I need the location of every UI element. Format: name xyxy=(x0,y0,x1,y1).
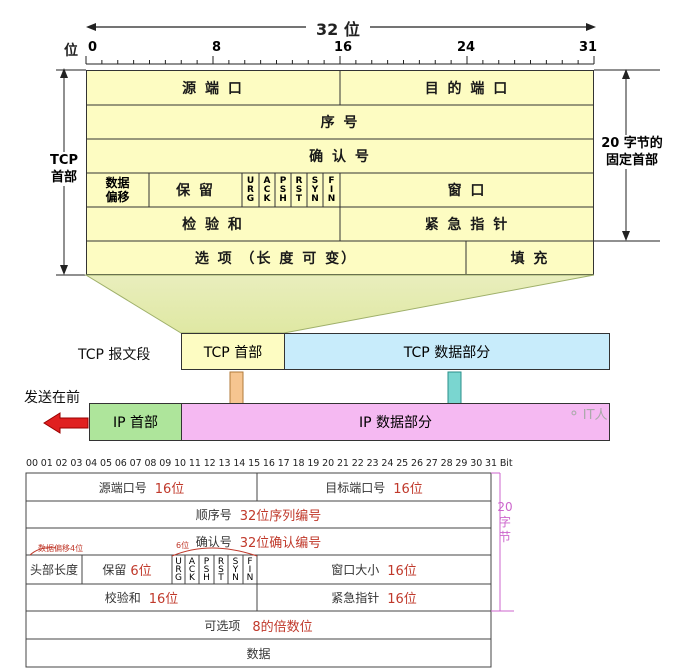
bit-span-label: 32 位 xyxy=(316,20,360,39)
b-seq-cell: 顺序号 32位序列编号 xyxy=(26,501,491,528)
seq-field: 序 号 xyxy=(320,115,360,131)
padding-field: 填 充 xyxy=(510,251,550,267)
bit-mark-31: 31 xyxy=(579,40,598,55)
data-offset-field: 数据 偏移 xyxy=(105,176,130,204)
send-first-label: 发送在前 xyxy=(24,390,80,406)
b-checksum-cell: 校验和 16位 xyxy=(26,584,257,611)
b-window-label: 窗口大小 xyxy=(331,563,380,577)
tcp-header-block: TCP 首部 xyxy=(181,333,285,370)
watermark-text: IT人 xyxy=(582,408,608,423)
b-reserved-cell: 保留 6位 xyxy=(82,555,172,584)
chat-bubble-icon: ⚬ xyxy=(568,405,580,422)
bit-mark-24: 24 xyxy=(457,40,476,55)
bit-prefix-label: 位 xyxy=(64,43,78,59)
watermark: ⚬ IT人 xyxy=(568,404,608,424)
bit-mark-0: 0 xyxy=(88,40,98,55)
b-reserved-bits: 6位 xyxy=(130,564,152,579)
ip-header-block: IP 首部 xyxy=(89,403,182,441)
b-header-length-cell: 头部长度 xyxy=(29,563,78,577)
b-src-port-label: 源端口号 xyxy=(98,480,147,495)
b-window-cell: 窗口大小 16位 xyxy=(257,555,491,584)
bit-mark-16: 16 xyxy=(334,40,353,55)
b-src-port-bits: 16位 xyxy=(154,481,185,497)
ack-field: 确 认 号 xyxy=(309,149,371,165)
tcp-header-side-label: TCP 首部 xyxy=(44,152,84,186)
b-ack-label: 确认号 xyxy=(195,535,232,549)
b-dst-port-bits: 16位 xyxy=(393,481,423,497)
bit-mark-8: 8 xyxy=(212,40,222,55)
b-data-cell: 数据 xyxy=(246,646,271,661)
b-urgent-label: 紧急指针 xyxy=(331,591,380,605)
b-src-port-cell: 源端口号 16位 xyxy=(26,473,257,501)
tcp-data-block: TCP 数据部分 xyxy=(284,333,610,370)
b-options-note: 8的倍数位 xyxy=(252,619,313,635)
bit-index-header: 00 01 02 03 04 05 06 07 08 09 10 11 12 1… xyxy=(26,458,513,469)
b-window-bits: 16位 xyxy=(387,564,417,579)
reserved-field: 保 留 xyxy=(176,183,215,199)
bottom-side-label: 20 字 节 xyxy=(497,500,513,544)
b-checksum-bits: 16位 xyxy=(148,592,179,607)
b-seq-label: 顺序号 xyxy=(195,508,232,522)
options-field: 选 项 （长 度 可 变） xyxy=(194,251,358,267)
checksum-field: 检 验 和 xyxy=(182,217,244,233)
b-urgent-bits: 16位 xyxy=(387,592,417,607)
b-urgent-cell: 紧急指针 16位 xyxy=(257,584,491,611)
b-ack-cell: 确认号 32位确认编号 xyxy=(26,528,491,555)
b-six-bits-note: 6位 xyxy=(176,541,190,550)
dst-port-field: 目 的 端 口 xyxy=(424,80,510,97)
b-seq-note: 32位序列编号 xyxy=(239,509,322,524)
b-dst-port-label: 目标端口号 xyxy=(325,480,386,495)
src-port-field: 源 端 口 xyxy=(182,80,244,97)
b-offset-note: 数据偏移4位 xyxy=(38,544,84,553)
bit-span-arrow xyxy=(85,23,596,65)
tcp-segment-label: TCP 报文段 xyxy=(78,347,151,363)
b-options-label: 可选项 xyxy=(204,618,241,633)
window-field: 窗 口 xyxy=(447,183,487,199)
fixed-header-side-label: 20 字节的 固定首部 xyxy=(596,135,668,169)
bottom-table-grid xyxy=(25,472,514,668)
b-options-cell: 可选项 8的倍数位 xyxy=(26,611,491,639)
b-reserved-label: 保留 xyxy=(102,563,127,577)
b-ack-note: 32位确认编号 xyxy=(239,536,322,551)
ip-data-block: IP 数据部分 xyxy=(181,403,610,441)
tcp-header-grid xyxy=(56,68,660,276)
b-checksum-label: 校验和 xyxy=(104,591,141,605)
b-dst-port-cell: 目标端口号 16位 xyxy=(257,473,491,501)
urgent-pointer-field: 紧 急 指 针 xyxy=(424,217,510,233)
